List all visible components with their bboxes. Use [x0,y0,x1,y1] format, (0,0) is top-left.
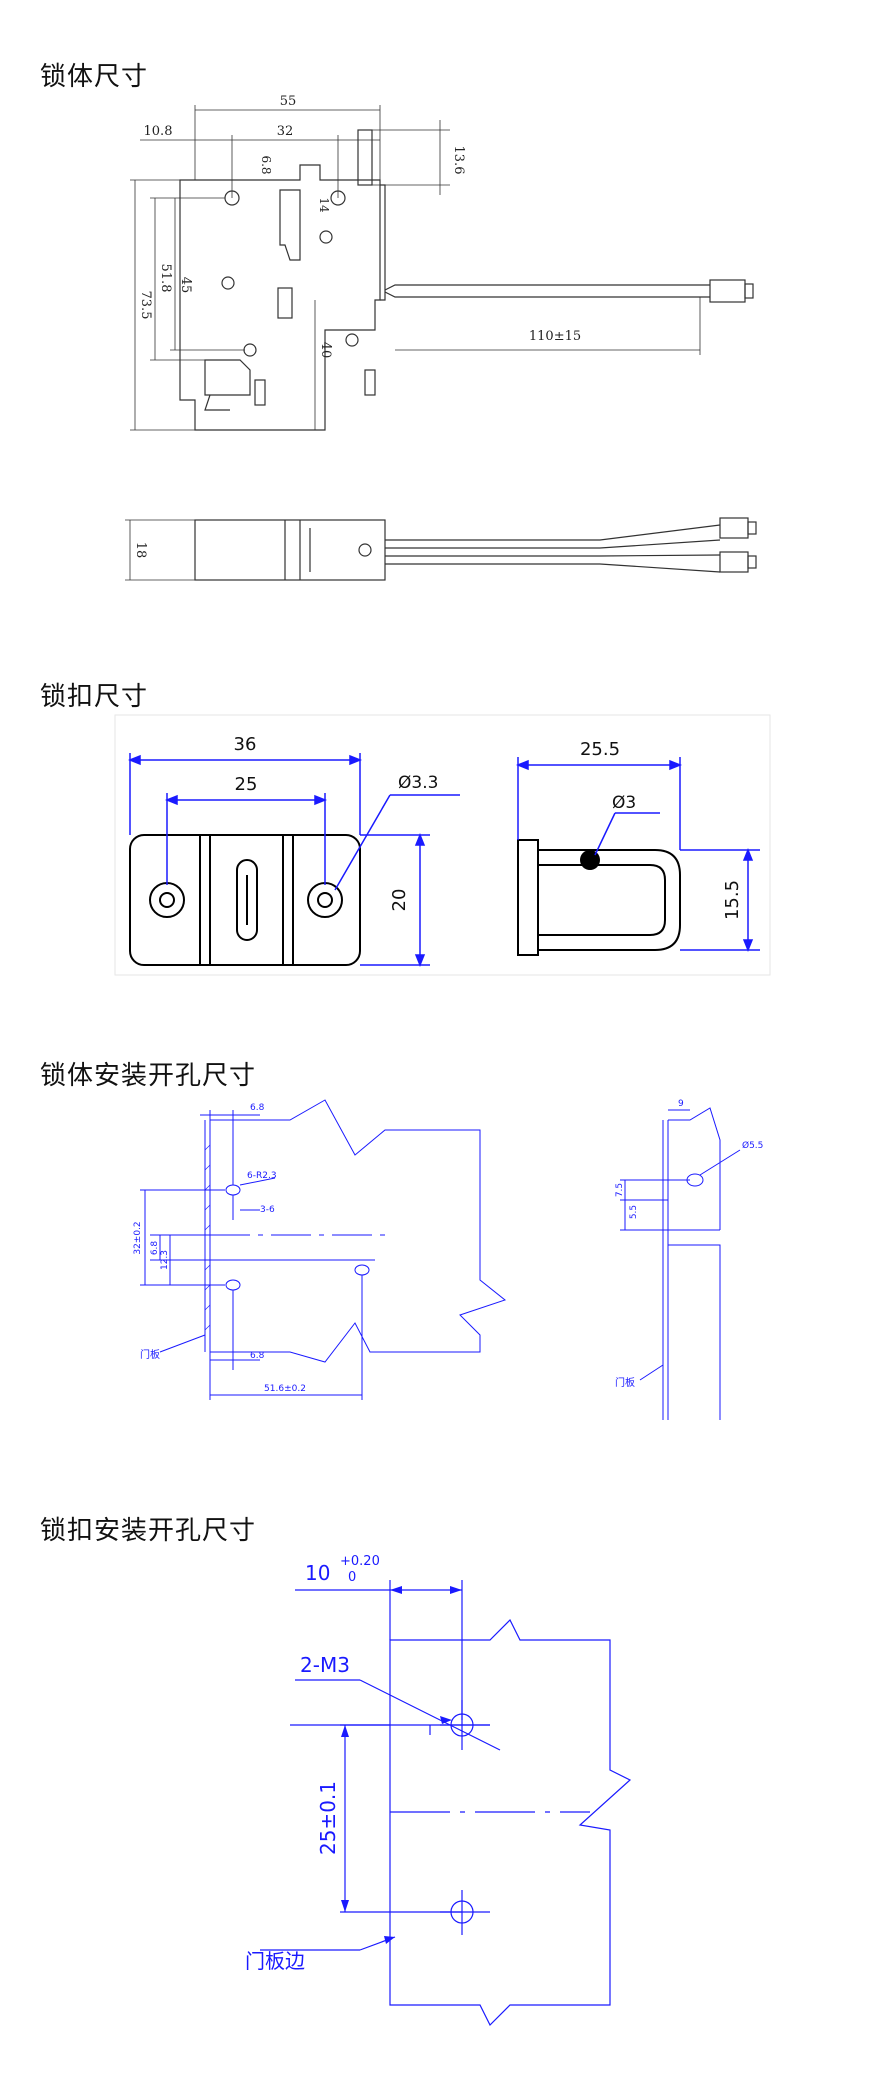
li-hole-offset: 3-6 [260,1205,275,1215]
li-side-b: 5.5 [629,1205,639,1219]
li-side-width: 9 [678,1099,684,1109]
dim-overall-width: 55 [280,94,297,109]
li-v-a: 6.8 [150,1241,160,1256]
dim-small-b: 14 [317,197,331,213]
si-door-edge: 门板边 [245,1949,305,1973]
dim-small-a: 6.8 [259,155,273,174]
dim-hole-spacing: 32 [277,124,294,139]
li-vertical: 32±0.2 [133,1221,143,1254]
dim-height-b: 45 [178,277,193,294]
si-edge-dim: 10 [305,1561,330,1585]
dim-offset: 10.8 [144,124,173,139]
si-tol-zero: 0 [348,1570,356,1585]
lock-install-drawing: 6.8 6-R2.3 3-6 32±0.2 6.8 12.3 6.8 51.6±… [133,1099,763,1420]
lock-body-drawing: 55 10.8 32 13.6 6.8 14 51.8 45 73.5 40 1… [125,94,757,581]
li-side-hole: Ø5.5 [742,1140,763,1151]
strike-drawing: 36 25 Ø3.3 20 25.5 Ø3 15.5 [114,714,771,976]
si-screw: 2-M3 [300,1653,350,1677]
strike-side-height: 15.5 [722,880,743,920]
dim-overall-height: 73.5 [138,291,153,320]
li-top-offset: 6.8 [250,1103,265,1113]
li-v-b: 12.3 [160,1250,170,1270]
section-title-lock-body: 锁体尺寸 [40,62,149,92]
si-spacing: 25±0.1 [316,1781,340,1855]
li-bottom-offset: 6.8 [250,1351,265,1361]
li-door-label: 门板 [140,1348,160,1361]
dim-height-a: 51.8 [158,264,173,293]
strike-height: 20 [389,889,410,912]
strike-width: 36 [234,734,257,755]
dim-thickness: 18 [133,542,148,559]
dim-lower: 40 [318,342,333,359]
section-title-strike: 锁扣尺寸 [40,682,149,712]
strike-install-drawing: 10 +0.20 0 2-M3 25±0.1 门板边 [245,1554,632,2027]
li-side-a: 7.5 [615,1183,625,1197]
section-title-lock-install: 锁体安装开孔尺寸 [40,1061,257,1091]
li-span: 51.6±0.2 [264,1384,306,1394]
strike-pin-dia: Ø3 [612,793,636,813]
strike-hole-spacing: 25 [235,774,258,795]
dim-height-right: 13.6 [451,146,466,175]
si-tol-plus: +0.20 [340,1554,380,1569]
strike-hole-dia: Ø3.3 [398,773,438,793]
li-hole-label: 6-R2.3 [247,1171,277,1181]
dim-cable: 110±15 [529,329,581,344]
strike-pin [580,850,600,870]
strike-depth: 25.5 [580,739,620,760]
section-title-strike-install: 锁扣安装开孔尺寸 [40,1516,257,1546]
li-side-door-label: 门板 [615,1376,635,1389]
